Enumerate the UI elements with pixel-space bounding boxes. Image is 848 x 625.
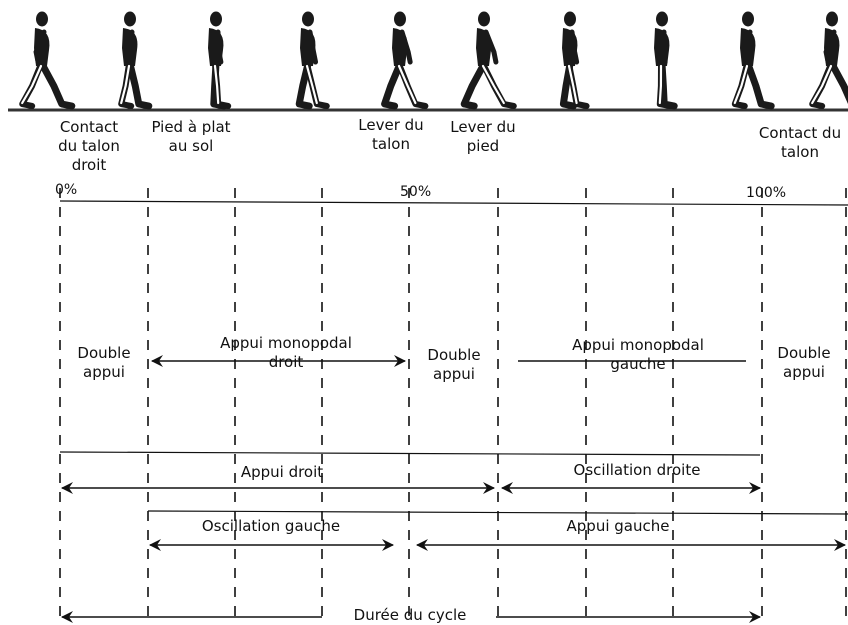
walking-figure-5 — [460, 11, 517, 110]
percent-50: 50% — [400, 184, 432, 200]
left-leg-top-line — [147, 510, 848, 515]
walking-figures — [19, 11, 848, 110]
walking-figure-6 — [559, 11, 590, 110]
event-label-toe-off: Lever du pied — [450, 118, 516, 155]
phase-double-support-2: Double appui — [427, 346, 481, 383]
event-label-heel-off: Lever du talon — [358, 116, 424, 153]
phase-single-support-left: Appui monopodal gauche — [572, 336, 704, 373]
label-stance-right: Appui droit — [240, 463, 324, 481]
event-label-contact-right: Contact du talon droit — [58, 118, 120, 174]
event-label-foot-flat: Pied à plat au sol — [151, 118, 231, 155]
walking-figure-1 — [118, 11, 153, 110]
label-stance-left: Appui gauche — [566, 517, 670, 535]
right-leg-top-line — [59, 451, 761, 456]
phase-double-support-3: Double appui — [777, 344, 831, 381]
label-swing-right: Oscillation droite — [573, 461, 701, 479]
walking-figure-4 — [381, 11, 429, 110]
phase-single-support-right: Appui monopodal droit — [220, 334, 352, 371]
phase-double-support-1: Double appui — [77, 344, 131, 381]
walking-figure-8 — [731, 11, 775, 110]
event-label-contact-next: Contact du talon — [758, 124, 842, 161]
label-swing-left: Oscillation gauche — [201, 517, 341, 535]
percent-0: 0% — [55, 182, 78, 198]
percent-line — [59, 200, 848, 206]
walking-figure-2 — [208, 11, 232, 110]
label-cycle-duration: Durée du cycle — [353, 606, 467, 624]
percent-100: 100% — [746, 185, 787, 201]
event-dashed-lines — [59, 188, 847, 625]
walking-figure-7 — [654, 11, 678, 110]
walking-figure-9 — [809, 11, 848, 109]
walking-figure-0 — [19, 11, 76, 110]
walking-figure-3 — [295, 11, 330, 110]
